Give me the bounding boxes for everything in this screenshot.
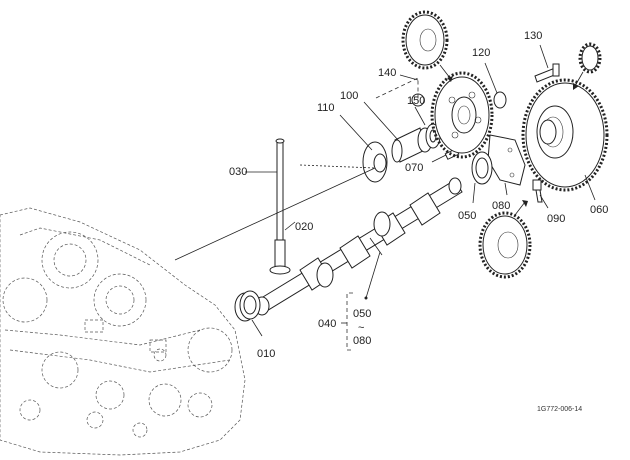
washer-120 <box>484 62 507 109</box>
lower-gear-context <box>478 200 532 279</box>
callout-090: 090 <box>547 213 565 225</box>
thrust-plate-080 <box>487 134 526 196</box>
bearing-150 <box>411 93 441 153</box>
callout-140: 140 <box>378 67 396 79</box>
bolt-130 <box>534 44 560 83</box>
callout-020: 020 <box>295 221 313 233</box>
callout-100: 100 <box>340 90 358 102</box>
range-tilde: ~ <box>358 322 364 334</box>
callout-040: 040 <box>318 318 336 330</box>
upper-gear-context <box>401 10 453 82</box>
callout-labels: 010 020 030 040 050 050 060 070 080 080 … <box>229 30 608 360</box>
idle-gear-060 <box>521 78 609 201</box>
callout-130: 130 <box>524 30 542 42</box>
callout-050: 050 <box>458 210 476 222</box>
callout-070: 070 <box>405 162 423 174</box>
bearing-100 <box>363 101 426 163</box>
callout-080-range-end: 080 <box>353 335 371 347</box>
callout-120: 120 <box>472 47 490 59</box>
callout-050-range-start: 050 <box>353 308 371 320</box>
reference-code: 1G772-006-14 <box>537 406 582 413</box>
camshaft-040 <box>254 177 463 316</box>
callout-150: 150 <box>407 95 425 107</box>
bushing-010 <box>234 290 263 337</box>
callout-010: 010 <box>257 348 275 360</box>
callout-060: 060 <box>590 204 608 216</box>
callout-030: 030 <box>229 166 247 178</box>
bolt-090 <box>532 179 549 209</box>
cam-gear-140 <box>375 71 494 159</box>
tappet-020 <box>269 221 296 275</box>
engine-block-outline <box>0 207 246 456</box>
leader-lines <box>174 164 376 261</box>
group-bracket-040 <box>341 251 381 351</box>
callout-110: 110 <box>317 102 335 114</box>
small-gear-context <box>573 42 602 90</box>
callout-080: 080 <box>492 200 510 212</box>
seal-050 <box>471 151 493 204</box>
weight-disc-110 <box>339 114 388 183</box>
